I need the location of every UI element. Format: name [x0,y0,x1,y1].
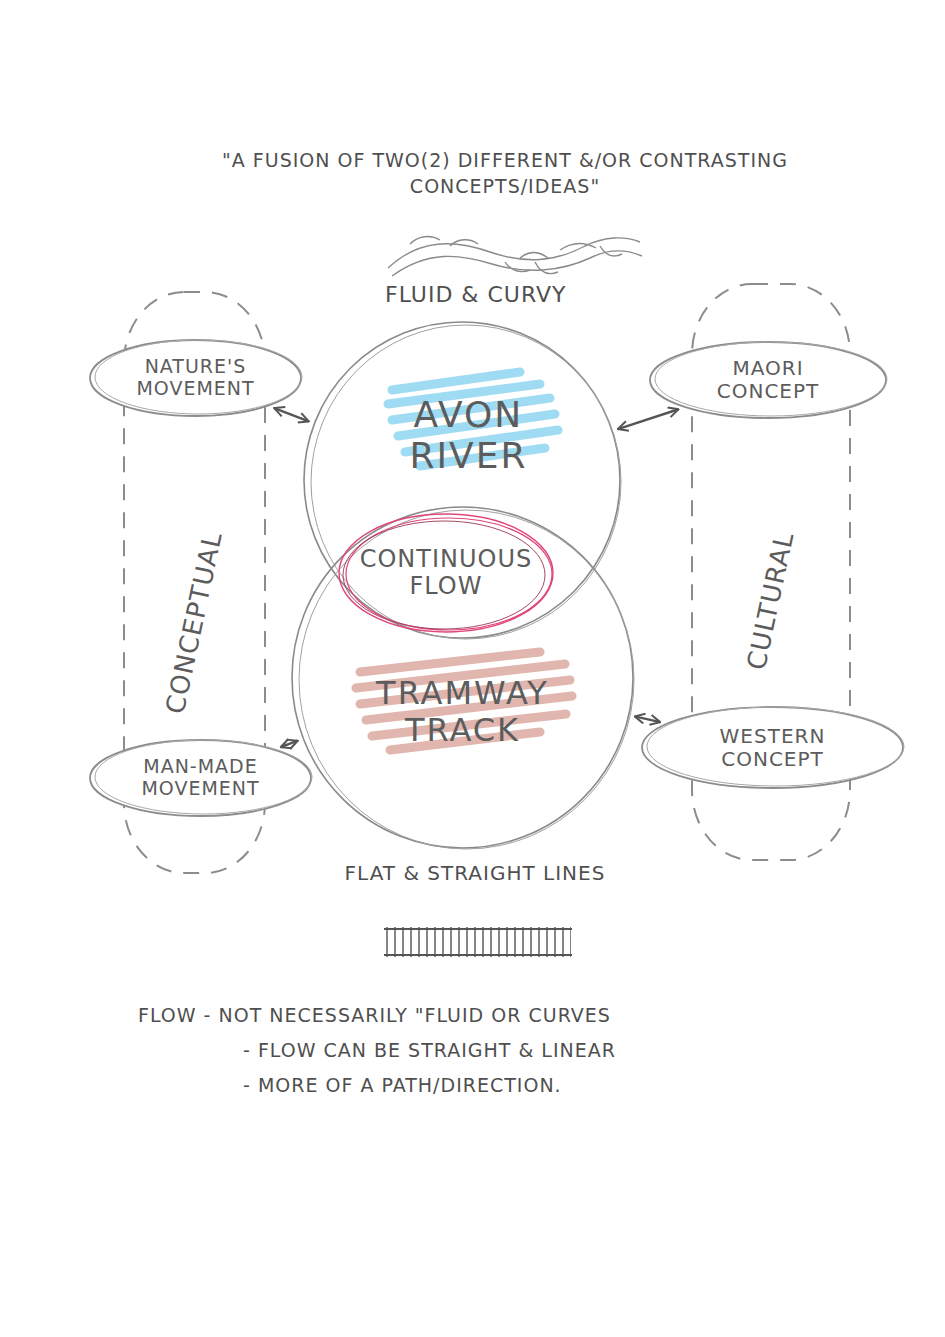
node-label: WESTERN CONCEPT [673,725,873,771]
diagram-title: "A FUSION OF TWO(2) DIFFERENT &/OR CONTR… [160,148,850,199]
arrow-connector [618,409,679,429]
track-ties [385,925,571,959]
circle-outline [292,507,633,848]
ellipse-node: MAN-MADE MOVEMENT [88,738,313,818]
track-rail [384,954,572,956]
ellipse-outline [90,340,301,416]
note-line: - MORE OF A PATH/DIRECTION. [243,1073,843,1099]
ellipse-outline [647,707,904,786]
ellipse-outline [655,342,887,416]
shape-note: FLUID & CURVY [385,280,685,310]
note-line: - FLOW CAN BE STRAIGHT & LINEAR [243,1038,843,1064]
band-label: CONCEPTUAL [160,530,228,718]
circle-outline [304,322,620,638]
node-label: CONTINUOUS FLOW [359,546,534,601]
node-label: AVON RIVER [368,394,568,477]
note-line: FLOW - NOT NECESSARILY "FLUID OR CURVES [138,1003,838,1029]
track-rail [384,928,572,930]
dashed-band: CULTURALMAORI CONCEPTWESTERN CONCEPT [690,282,852,862]
shape-note: FLAT & STRAIGHT LINES [340,860,610,887]
ellipse-outline [90,740,311,816]
arrow-connector [635,716,661,722]
arrow-connector [274,408,309,421]
ellipse-node: MAORI CONCEPT [648,340,888,420]
node-label: MAN-MADE MOVEMENT [106,756,296,800]
ellipse-node: NATURE'S MOVEMENT [88,338,303,418]
wave-line [505,246,622,274]
overlap-ellipse: CONTINUOUS FLOW [337,512,555,634]
dashed-band: CONCEPTUALNATURE'S MOVEMENTMAN-MADE MOVE… [122,290,267,875]
circle-outline [299,510,634,849]
ellipse-outline [95,340,302,414]
node-label: NATURE'S MOVEMENT [106,356,286,400]
ellipse-node: WESTERN CONCEPT [640,705,905,790]
ellipse-outline [650,342,886,418]
wave-line [392,251,642,276]
arrow-connector [281,741,298,748]
node-label: TRAMWAY TRACK [353,675,573,749]
band-label: CULTURAL [742,529,800,672]
ellipse-outline [642,707,903,788]
red-outline [339,514,553,632]
track-sketch [384,925,572,959]
wave-sketch [388,237,642,276]
red-outline [343,521,545,629]
ellipse-outline [95,740,312,814]
wave-line [410,237,596,258]
node-label: MAORI CONCEPT [678,357,858,403]
circle-outline [311,325,621,639]
